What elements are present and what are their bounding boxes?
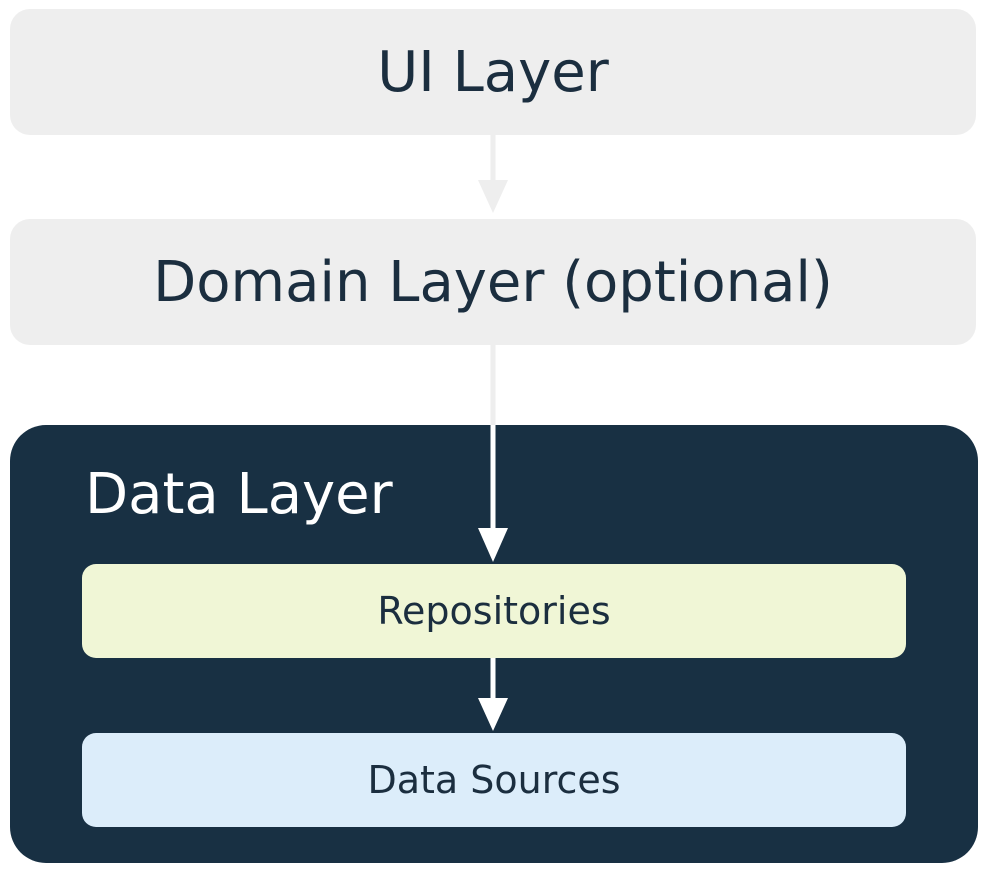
data-sources-box: Data Sources (82, 733, 906, 827)
repositories-label: Repositories (377, 589, 611, 633)
data-layer-label: Data Layer (85, 462, 393, 527)
arrow-ui-to-domain-head (478, 180, 508, 213)
data-sources-label: Data Sources (367, 758, 621, 802)
repositories-box: Repositories (82, 564, 906, 658)
ui-layer-label: UI Layer (377, 39, 609, 105)
domain-layer-box: Domain Layer (optional) (10, 219, 976, 345)
ui-layer-box: UI Layer (10, 9, 976, 135)
domain-layer-label: Domain Layer (optional) (153, 249, 833, 315)
